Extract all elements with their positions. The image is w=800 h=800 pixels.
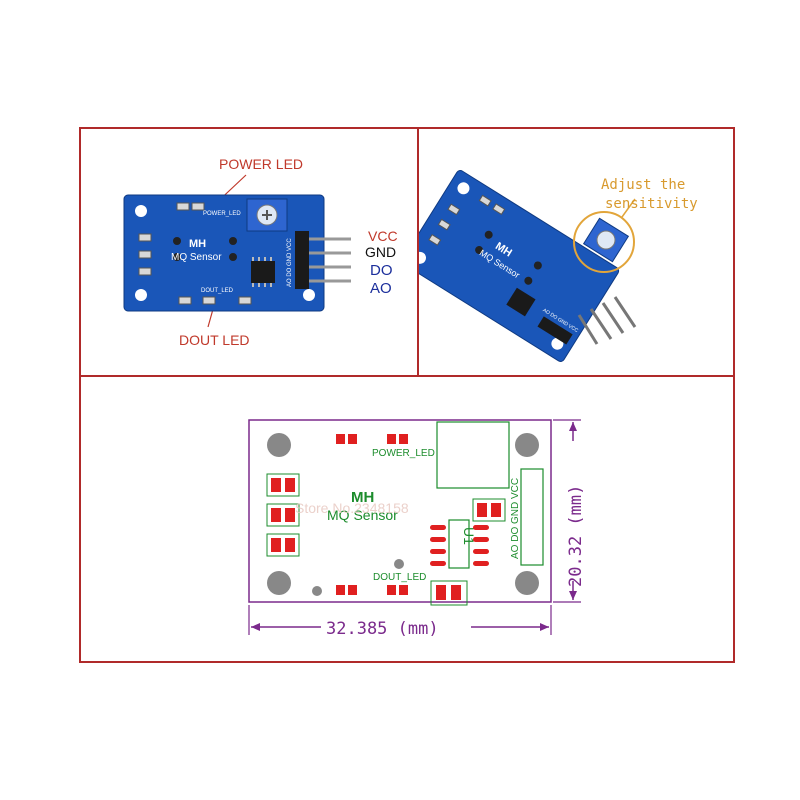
smd-pad bbox=[399, 434, 408, 444]
header-hole bbox=[229, 237, 237, 245]
silk-power-led: POWER_LED bbox=[203, 211, 241, 217]
dim-height-label-bg bbox=[564, 441, 584, 581]
smd-pad bbox=[336, 585, 345, 595]
dimension-drawing: POWER_LED MH MQ Sensor Store No.2348158 … bbox=[248, 419, 586, 639]
smd-pad bbox=[399, 585, 408, 595]
potentiometer-outline bbox=[436, 421, 510, 489]
panel-board-angle: MH MQ Sensor AO DO GND VCC Adjust the se… bbox=[417, 127, 735, 377]
pin bbox=[613, 296, 637, 328]
smd-pad bbox=[387, 434, 396, 444]
smd-pad bbox=[348, 434, 357, 444]
mount-hole bbox=[267, 571, 291, 595]
silk-dout-led: DOUT_LED bbox=[373, 572, 426, 583]
dim-height-label: 20.32 (mm) bbox=[566, 485, 586, 587]
board-subtitle: MQ Sensor bbox=[327, 507, 398, 523]
smd-pad bbox=[285, 508, 295, 522]
smd-led bbox=[202, 296, 216, 305]
smd-pad bbox=[271, 538, 281, 552]
chip-pad bbox=[473, 561, 489, 566]
smd-part bbox=[138, 267, 152, 276]
board-title: MH bbox=[351, 489, 374, 506]
comparator-chip bbox=[251, 261, 275, 283]
footprint-outline bbox=[266, 473, 300, 497]
smd-pad bbox=[491, 503, 501, 517]
pin-label-do: DO bbox=[370, 262, 393, 279]
chip-pad bbox=[430, 561, 446, 566]
watermark: Store No.2348158 bbox=[295, 500, 409, 516]
pin-header-outline bbox=[520, 468, 544, 566]
smd-led bbox=[191, 202, 205, 211]
smd-pad bbox=[451, 585, 461, 600]
chip-pad bbox=[430, 549, 446, 554]
smd-pad bbox=[348, 585, 357, 595]
mount-hole bbox=[515, 433, 539, 457]
board-title: MH bbox=[189, 238, 206, 250]
chip-pad bbox=[473, 537, 489, 542]
pin bbox=[601, 302, 625, 334]
pin bbox=[589, 308, 613, 340]
pcb-board-rotated: MH MQ Sensor AO DO GND VCC bbox=[419, 170, 620, 362]
mount-hole bbox=[515, 571, 539, 595]
smd-pad bbox=[436, 585, 446, 600]
callout-power-led: POWER LED bbox=[219, 156, 303, 172]
silk-pins: AO DO GND VCC bbox=[510, 478, 521, 559]
silk-dout-led: DOUT_LED bbox=[201, 288, 234, 294]
highlight-circle bbox=[573, 211, 635, 273]
annotation-sensitivity: sensitivity bbox=[605, 196, 698, 212]
chip-outline bbox=[448, 519, 470, 569]
annotation-adjust: Adjust the bbox=[601, 177, 685, 193]
chip-pad bbox=[430, 525, 446, 530]
annotation-line bbox=[621, 198, 636, 218]
panel-board-front: POWER LED DOUT LED POWER_LED DOUT_LED MH… bbox=[79, 127, 419, 377]
potentiometer-knob bbox=[596, 230, 616, 250]
silk-pins: AO DO GND VCC bbox=[287, 238, 293, 287]
chip-pins bbox=[252, 257, 272, 287]
smd-pad bbox=[336, 434, 345, 444]
pin-label-vcc: VCC bbox=[368, 228, 398, 244]
header-hole bbox=[173, 237, 181, 245]
smd-part bbox=[138, 250, 152, 259]
mount-hole bbox=[303, 289, 315, 301]
footprint-outline bbox=[472, 498, 506, 522]
mount-hole bbox=[267, 433, 291, 457]
smd-part bbox=[238, 296, 252, 305]
dim-width-label-bg bbox=[321, 618, 471, 636]
smd-pad bbox=[285, 478, 295, 492]
chip-pad bbox=[473, 549, 489, 554]
smd-resistor bbox=[176, 202, 190, 211]
footprint-outline bbox=[266, 533, 300, 557]
mount-hole bbox=[135, 205, 147, 217]
potentiometer-slot bbox=[262, 210, 272, 220]
board-angle-illustration: MH MQ Sensor AO DO GND VCC Adjust the se… bbox=[419, 170, 698, 362]
chip-pad bbox=[473, 525, 489, 530]
smd-pad bbox=[285, 538, 295, 552]
smd-pad bbox=[387, 585, 396, 595]
via-hole bbox=[394, 559, 404, 569]
board-front-illustration: POWER LED DOUT LED POWER_LED DOUT_LED MH… bbox=[123, 156, 398, 348]
smd-pad bbox=[477, 503, 487, 517]
silk-power-led: POWER_LED bbox=[372, 448, 435, 459]
dim-width-label: 32.385 (mm) bbox=[326, 619, 439, 639]
smd-pad bbox=[271, 508, 281, 522]
board-subtitle: MQ Sensor bbox=[171, 252, 222, 263]
pin bbox=[577, 314, 599, 345]
chip-label: U1 bbox=[461, 527, 477, 545]
pin-label-ao: AO bbox=[370, 280, 392, 297]
header-hole bbox=[229, 253, 237, 261]
smd-part bbox=[178, 296, 192, 305]
smd-part bbox=[138, 233, 152, 242]
callout-dout-led: DOUT LED bbox=[179, 332, 250, 348]
chip-pad bbox=[430, 537, 446, 542]
footprint-outline bbox=[266, 503, 300, 527]
pin-header bbox=[295, 231, 309, 289]
panel-dimension-drawing: POWER_LED MH MQ Sensor Store No.2348158 … bbox=[79, 375, 735, 663]
header-hole bbox=[173, 253, 181, 261]
footprint-outline bbox=[430, 580, 468, 606]
mount-hole bbox=[135, 289, 147, 301]
via-hole bbox=[312, 586, 322, 596]
smd-pad bbox=[271, 478, 281, 492]
pin-label-gnd: GND bbox=[365, 244, 396, 260]
